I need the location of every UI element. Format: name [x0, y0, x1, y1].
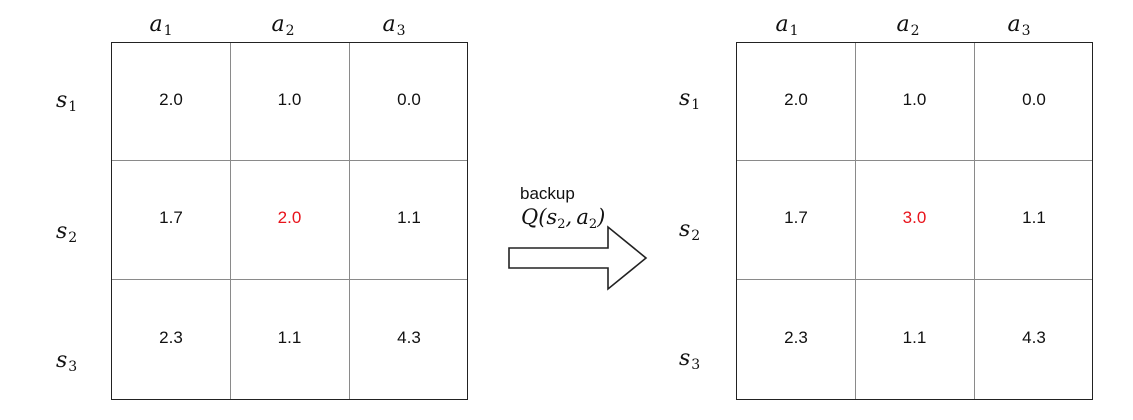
q-value-cell-highlighted: 2.0 [277, 207, 302, 227]
q-arg-action-sub: 2 [588, 217, 598, 232]
column-label-action-base: a [1007, 12, 1021, 37]
q-value-cell: 4.3 [1022, 328, 1046, 347]
column-label-action: a3 [382, 12, 406, 39]
column-label-action-sub: 3 [396, 23, 406, 39]
q-table-after: 2.0 1.0 0.0 1.7 3.0 1.1 2.3 1.1 4.3 [736, 42, 1093, 400]
q-arg-state-sub: 2 [557, 217, 566, 232]
row-label-state: s3 [56, 348, 78, 375]
right-arrow-icon [508, 225, 648, 291]
q-value-cell-highlighted: 3.0 [902, 207, 927, 227]
grid-line [737, 279, 1092, 280]
q-value-cell: 1.7 [159, 207, 183, 227]
row-label-state-base: s [56, 348, 68, 373]
row-label-state-base: s [56, 88, 68, 113]
q-value-cell: 2.3 [784, 328, 808, 347]
column-label-action-base: a [271, 12, 285, 37]
grid-line [855, 43, 856, 399]
q-table-before: 2.0 1.0 0.0 1.7 2.0 1.1 2.3 1.1 4.3 [111, 42, 468, 400]
backup-caption: backup [520, 184, 575, 203]
q-value-cell: 0.0 [1022, 89, 1046, 109]
row-label-state: s2 [56, 219, 78, 246]
row-label-state: s3 [679, 346, 701, 373]
row-label-state: s2 [679, 217, 701, 244]
row-label-state: s1 [679, 86, 701, 113]
q-arg-state: s [546, 205, 558, 229]
grid-line [737, 160, 1092, 161]
q-value-cell: 1.1 [1022, 207, 1046, 227]
row-label-state-base: s [679, 346, 691, 371]
row-label-state-sub: 2 [68, 230, 78, 246]
row-label-state-sub: 3 [691, 357, 701, 373]
grid-line [349, 43, 350, 399]
row-label-state-sub: 3 [68, 359, 78, 375]
column-label-action: a1 [775, 12, 799, 39]
backup-q-expression: Q(s2, a2) [521, 205, 606, 232]
row-label-state-base: s [56, 219, 68, 244]
grid-line [230, 43, 231, 399]
column-label-action-sub: 2 [285, 23, 295, 39]
q-value-cell: 1.7 [784, 207, 808, 227]
q-value-cell: 1.1 [397, 207, 421, 227]
q-value-cell: 2.3 [159, 328, 183, 347]
column-label-action: a3 [1007, 12, 1031, 39]
grid-line [112, 279, 467, 280]
row-label-state-base: s [679, 217, 691, 242]
column-label-action: a2 [271, 12, 295, 39]
row-label-state-sub: 1 [691, 97, 701, 113]
column-label-action-base: a [775, 12, 789, 37]
column-label-action: a2 [896, 12, 920, 39]
column-label-action-sub: 1 [789, 23, 799, 39]
column-label-action-sub: 1 [163, 23, 173, 39]
q-value-cell: 1.0 [277, 89, 302, 109]
q-value-cell: 2.0 [159, 89, 183, 109]
column-label-action-base: a [382, 12, 396, 37]
grid-line [974, 43, 975, 399]
q-arg-action: a [576, 205, 589, 229]
column-label-action-sub: 2 [910, 23, 920, 39]
grid-line [112, 160, 467, 161]
q-value-cell: 0.0 [397, 89, 421, 109]
column-label-action-base: a [149, 12, 163, 37]
q-value-cell: 1.1 [902, 328, 927, 347]
row-label-state: s1 [56, 88, 78, 115]
column-label-action: a1 [149, 12, 173, 39]
q-value-cell: 4.3 [397, 328, 421, 347]
row-label-state-sub: 1 [68, 99, 78, 115]
row-label-state-base: s [679, 86, 691, 111]
column-label-action-base: a [896, 12, 910, 37]
q-value-cell: 1.0 [902, 89, 927, 109]
q-value-cell: 2.0 [784, 89, 808, 109]
column-label-action-sub: 3 [1021, 23, 1031, 39]
q-function: Q [521, 205, 539, 229]
q-value-cell: 1.1 [277, 328, 302, 347]
row-label-state-sub: 2 [691, 228, 701, 244]
